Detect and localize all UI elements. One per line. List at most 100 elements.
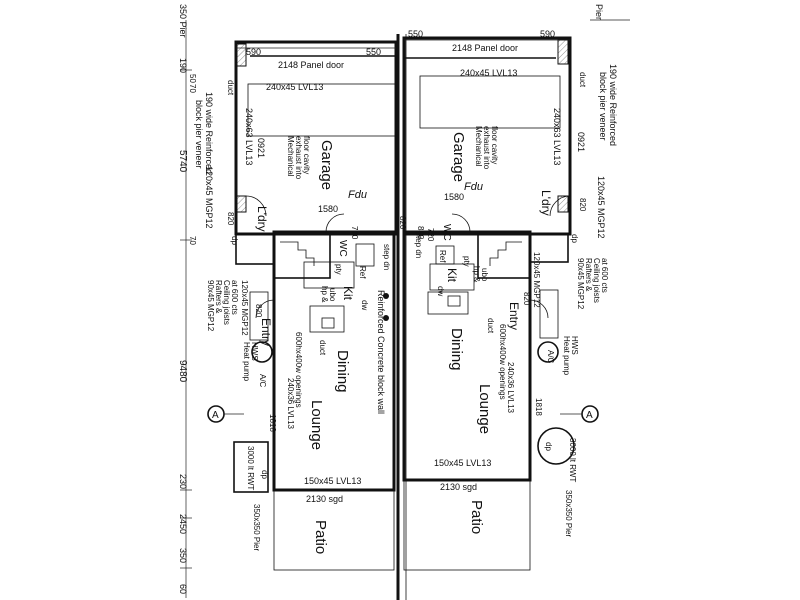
wall-note: Reinforced Concrete block wall	[376, 290, 386, 414]
hp-right: hp &	[472, 266, 481, 283]
dim-230: 230	[178, 474, 188, 489]
left-dimension-string	[180, 20, 192, 598]
n720-left: 720	[350, 226, 359, 240]
dim-590-left: 590	[246, 47, 261, 57]
rafters-left-3: Ceiling joists	[222, 280, 231, 325]
left-unit-walls	[233, 40, 398, 571]
dim-9480: 9480	[177, 360, 188, 383]
lvl13-top-left: 240x45 LVL13	[266, 82, 323, 92]
openings-left: 600hx400w openings	[294, 332, 303, 408]
room-kit-right: Kit	[445, 268, 459, 283]
right-laundry-walls	[529, 233, 569, 263]
right-kitchen-door	[451, 213, 471, 233]
right-kitchen-island	[427, 291, 469, 315]
pier-right: 350x350 Pier	[564, 490, 573, 537]
room-laundry-right: L'dry	[539, 190, 553, 216]
n820-rc: 820	[416, 226, 425, 240]
dim-190: 190	[178, 58, 188, 73]
dw-right: dw	[436, 286, 445, 296]
right-rwt-tank	[537, 427, 575, 465]
dp-lt: dp	[230, 236, 239, 245]
wall-marker-top	[383, 293, 389, 299]
step-right: step dn	[414, 232, 423, 258]
lvl63-right: 240x63 LVL13	[552, 108, 562, 165]
lvl13-top-right: 240x45 LVL13	[460, 68, 517, 78]
room-lounge-left: Lounge	[308, 400, 325, 450]
panel-door-left: 2148 Panel door	[278, 60, 344, 70]
n820-lb: 820	[254, 304, 263, 318]
room-wc-right: WC	[441, 224, 452, 241]
n820-rb: 820	[522, 292, 531, 306]
left-living-walls	[272, 230, 396, 492]
ubo-left: ubo	[328, 288, 337, 302]
right-garage-pier-bottom	[557, 195, 569, 213]
veneer-right-2: block pier veneer	[598, 72, 608, 141]
right-unit-walls	[402, 36, 575, 571]
veneer-right-1: 190 wide Reinforced	[608, 64, 618, 146]
beam-right: 150x45 LVL13	[434, 458, 491, 468]
rafters-right-4: at 600 cts	[600, 258, 609, 293]
mech-right-2: exhaust into	[482, 126, 491, 170]
dim-70b: 70	[188, 236, 197, 245]
dim-pier-right: Pier	[594, 4, 604, 20]
section-marker-left	[207, 405, 244, 423]
dp-right-rwt: dp	[544, 442, 553, 451]
right-garage-pier-top	[557, 39, 569, 65]
room-garage-right: Garage	[450, 132, 467, 182]
ref-right: Ref	[438, 250, 447, 263]
mgp-right: 120x45 MGP12	[596, 176, 606, 239]
mech-left-1: Mechanical	[286, 136, 295, 177]
rafters-right-3: Ceiling joists	[592, 258, 601, 303]
left-kitchen-bench	[303, 261, 355, 289]
room-dining-left: Dining	[334, 350, 351, 393]
section-marker-right	[560, 405, 599, 423]
section-left: A	[212, 410, 219, 421]
duct-top-left: duct	[226, 80, 235, 96]
left-garage-pier-top	[235, 43, 247, 67]
heatpump-right-2: HWS	[570, 336, 579, 355]
left-entry-door	[255, 299, 275, 319]
right-car-bay	[419, 75, 561, 129]
dim-2450: 2450	[178, 514, 188, 534]
duct-right: duct	[486, 318, 495, 334]
lvl63-left: 240x63 LVL13	[244, 108, 254, 165]
rafters-left-4: at 600 cts	[230, 280, 239, 315]
room-wc-left: WC	[337, 240, 348, 257]
left-kitchen-island	[309, 305, 345, 333]
mech-left-2: exhaust into	[294, 136, 303, 180]
dim-50: 50	[188, 74, 197, 83]
lvl36-right: 240x36 LVL13	[506, 362, 515, 414]
room-patio-right: Patio	[468, 500, 485, 534]
room-garage-left: Garage	[318, 140, 335, 190]
rafters-right-1: 90x45 MGP12	[576, 258, 585, 310]
left-garage-walls	[234, 40, 398, 236]
mech-right-1: Mechanical	[474, 126, 483, 167]
right-patio	[403, 479, 531, 571]
ref-left: Ref	[358, 266, 367, 279]
mgp-right2: 120x45 MGP12	[532, 252, 541, 308]
right-stairs	[489, 241, 522, 266]
n0921-right: 0921	[576, 132, 586, 152]
left-laundry-walls	[235, 233, 275, 265]
rafters-left-2: Rafters &	[214, 280, 223, 314]
right-entry-wall	[539, 289, 559, 339]
n0921-left: 0921	[256, 138, 266, 158]
sign-left: Fdu	[348, 189, 367, 201]
sign-right: Fdu	[464, 181, 483, 193]
dim-550-left: 550	[366, 47, 381, 57]
left-sink	[321, 317, 335, 329]
duct-top-right: duct	[578, 72, 587, 88]
n820-lc: 820	[398, 216, 407, 230]
left-stairs	[280, 241, 315, 266]
mgp-left: 120x45 MGP12	[204, 166, 214, 229]
heatpump-left-1: Heat pump	[242, 342, 251, 382]
mgp-left2: 120x45 MGP12	[240, 280, 249, 336]
dp-left-rwt: dp	[260, 470, 269, 479]
left-car-bay	[247, 83, 397, 137]
openings-right: 600hx400w openings	[498, 324, 507, 400]
room-entry-right: Entry	[507, 302, 521, 330]
left-heat-pump	[251, 341, 273, 363]
wall-marker-bottom	[383, 315, 389, 321]
left-kitchen-door	[325, 213, 345, 233]
